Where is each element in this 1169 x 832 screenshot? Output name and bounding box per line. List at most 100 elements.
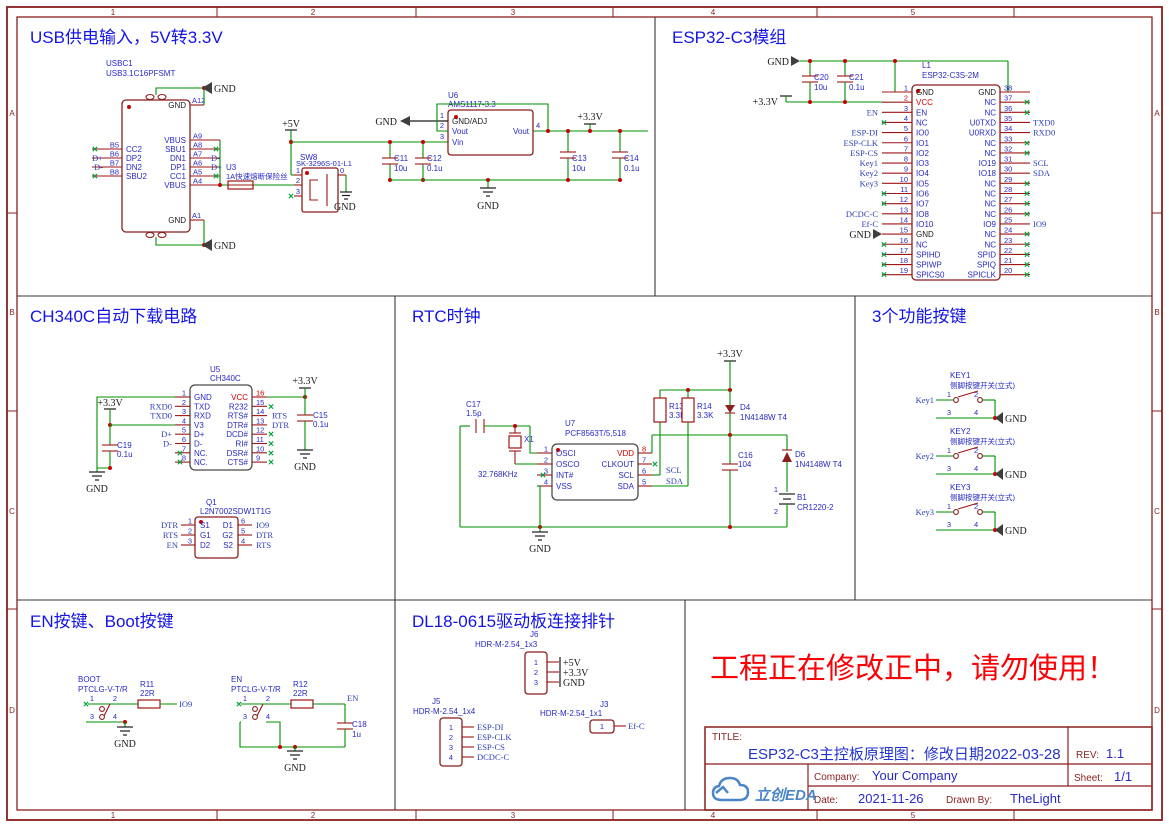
resistor[interactable]: R13 3.3K — [653, 390, 686, 423]
pin-row[interactable]: 12 DCD# ✕ — [226, 426, 274, 440]
pin-row[interactable]: 4 V3 — [175, 416, 204, 430]
ch340-left-power[interactable]: +3.3V C19 0.1u GND — [86, 396, 175, 495]
pin-row[interactable]: 9 IO4 Key2 — [860, 165, 930, 179]
pin-row[interactable]: 11 IO6 ✕ — [881, 185, 930, 199]
pin-row[interactable]: 33 NC ✕ — [984, 134, 1030, 148]
pin-row[interactable]: 38 GND — [978, 84, 1030, 98]
pin-row[interactable]: 1 +5V — [534, 657, 582, 669]
pin-row[interactable]: 16 VCC — [231, 389, 267, 403]
pin-row[interactable]: 13 IO8 DCDC-C — [846, 205, 930, 219]
pin-row[interactable]: 27 NC ✕ — [984, 195, 1030, 209]
key-switch[interactable]: KEY3 侧脚按键开关(立式) Key3 1 2 3 4 GND — [916, 483, 1027, 537]
pin-row[interactable]: 37 NC ✕ — [984, 94, 1030, 108]
pin-row[interactable]: 3 INT# ✕ — [537, 467, 574, 481]
diode-d4[interactable]: D4 1N4148W T4 — [725, 390, 788, 435]
pin-row[interactable]: 4 DCDC-C — [449, 752, 510, 762]
capacitor[interactable]: C14 0.1u — [612, 129, 640, 182]
battery-b1[interactable]: 1 2 B1 CR1220-2 — [774, 485, 834, 527]
capacitor[interactable]: C12 0.1u — [415, 140, 443, 182]
component-j3[interactable]: J3 HDR-M-2.54_1x1 1 Ef-C — [540, 700, 645, 734]
ch340-right-power[interactable]: +3.3V C15 0.1u GND — [267, 376, 329, 473]
pin-row[interactable]: 2 ESP-CLK — [449, 732, 512, 742]
pin-row[interactable]: 8 NC. ✕ — [175, 454, 208, 468]
pin-row[interactable]: 3 GND — [534, 677, 585, 689]
resistor[interactable]: R14 3.3K — [681, 390, 714, 423]
diode-d6[interactable]: D6 1N4148W T4 — [782, 435, 843, 492]
pin-row[interactable]: 6 IO1 ESP-CLK — [844, 134, 930, 148]
pin-row[interactable]: 2 OSCO — [537, 456, 580, 470]
pin-row[interactable]: 25 IO9 IO9 — [983, 215, 1046, 229]
component-u7-pcf8563[interactable]: U7 PCF8563T/5,518 1 OSCI 2 OSCO 3 — [537, 419, 684, 501]
pin-row[interactable]: 1 OSCI — [537, 445, 576, 459]
boot-button-circuit[interactable]: BOOT PTCLG-V-T/R ✕ 1 2 R11 22R IO9 3 4 G… — [78, 675, 192, 750]
pin-row[interactable]: 2 G1 RTS — [163, 527, 211, 541]
pin-row[interactable]: B7 DN2 D- — [92, 159, 143, 173]
pin-row[interactable]: 5 SDA SDA — [618, 476, 684, 491]
pin-row[interactable]: 14 RTS# RTS — [228, 407, 288, 421]
vbus-wire[interactable] — [218, 140, 294, 187]
pin-row[interactable]: 11 RI# ✕ — [236, 435, 275, 449]
pin-row[interactable]: 23 NC ✕ — [984, 236, 1030, 250]
pin-row[interactable]: 18 SPIWP ✕ — [881, 256, 942, 270]
pin-row[interactable]: 12 IO7 ✕ — [881, 195, 930, 209]
capacitor[interactable]: C13 10u — [560, 129, 587, 182]
pin-row[interactable]: 36 NC ✕ — [984, 104, 1030, 118]
pin-row[interactable]: 6 SCL SCL — [618, 465, 681, 480]
pin-row[interactable]: 9 CTS# ✕ — [228, 454, 275, 468]
component-esp32-module[interactable]: L1 ESP32-C3S-2M 1 GND 2 VCC — [844, 61, 1056, 281]
pin-row[interactable]: 8 IO3 Key1 — [860, 155, 930, 169]
usbc-gnd-wires[interactable]: GND GND — [155, 82, 236, 252]
pin-row[interactable]: 29 NC ✕ — [984, 175, 1030, 189]
pin-row[interactable]: 21 SPIQ ✕ — [977, 256, 1030, 270]
component-u6-ams1117[interactable]: U6 AMS1117-3.3 GND 1 GND/ADJ 2 Vout 3 Vi… — [375, 91, 648, 156]
pin-row[interactable]: 5 G2 DTR — [222, 527, 273, 541]
pin-row[interactable]: 8 VDD — [617, 445, 652, 459]
component-u3-fuse[interactable]: U3 1A快速熔断保险丝 — [226, 163, 288, 190]
esp32-power-rails[interactable]: GND +3.3V — [753, 56, 1009, 108]
pin-row[interactable]: A5 CC1 ✕ — [170, 168, 220, 182]
component-u5-ch340c[interactable]: U5 CH340C 1 GND 2 TXD RXD0 — [150, 365, 290, 471]
pin-row[interactable]: 5 D+ D+ — [161, 426, 205, 440]
pin-row[interactable]: 22 SPID ✕ — [977, 246, 1030, 260]
component-usbc1[interactable]: USBC1 USB3.1C16PFSMT B5 CC2 ✕ B6 DP2 D+ — [92, 59, 222, 239]
component-sw8[interactable]: SW8 SK-3296S-01-L1 1 2 3 ✕ 0 GND — [288, 153, 356, 213]
pin-row[interactable]: 35 U0TXD TXD0 — [970, 114, 1055, 128]
pin-row[interactable]: 2 VCC — [882, 94, 933, 108]
pin-row[interactable]: 7 CLKOUT ✕ — [602, 456, 659, 470]
pin-row[interactable]: 26 NC ✕ — [984, 205, 1030, 219]
pin-row[interactable]: 19 SPICS0 ✕ — [881, 266, 945, 280]
pin-row[interactable]: 5 IO0 ESP-DI — [852, 124, 930, 138]
pin-row[interactable]: 7 NC. ✕ — [175, 444, 208, 458]
pin-row[interactable]: A4 VBUS — [164, 177, 220, 191]
pin-row[interactable]: 1 GND — [882, 84, 934, 98]
pin-row[interactable]: 1 S1 DTR — [161, 517, 210, 531]
capacitor[interactable]: C11 10u — [382, 140, 409, 182]
pin-row[interactable]: B8 SBU2 ✕ — [92, 168, 148, 182]
pin-row[interactable]: A8 SBU1 ✕ — [165, 141, 220, 155]
pin-row[interactable]: 28 NC ✕ — [984, 185, 1030, 199]
capacitor[interactable]: C20 10u — [802, 59, 829, 104]
component-j6[interactable]: J6 HDR-M-2.54_1x3 1 +5V 2 +3.3V 3 — [475, 630, 589, 695]
pin-row[interactable]: 13 DTR# DTR — [227, 416, 289, 430]
pin-row[interactable]: 20 SPICLK ✕ — [968, 266, 1031, 280]
pin-row[interactable]: 17 SPIHD ✕ — [881, 246, 941, 260]
pin-row[interactable]: 10 DSR# ✕ — [227, 444, 275, 458]
pin-row[interactable]: 2 TXD RXD0 — [150, 398, 210, 412]
pin-row[interactable]: 15 GND — [882, 226, 934, 240]
pin-row[interactable]: 3 D2 EN — [167, 537, 211, 551]
pin-row[interactable]: 15 R232 ✕ — [229, 398, 274, 412]
pin-row[interactable]: 30 IO18 SDA — [979, 165, 1051, 179]
power-flag-3v3-out[interactable]: +3.3V — [577, 112, 603, 133]
gnd-mid[interactable]: GND — [390, 178, 620, 212]
pin-row[interactable]: 16 NC ✕ — [881, 236, 928, 250]
pin-row[interactable]: A9 VBUS — [164, 132, 220, 146]
capacitor[interactable]: C21 0.1u — [837, 59, 865, 104]
pin-row[interactable]: 3 RXD TXD0 — [150, 407, 211, 421]
capacitor-c16[interactable]: C16 104 — [722, 435, 753, 527]
component-j5[interactable]: J5 HDR-M-2.54_1x4 1 ESP-DI 2 ESP-CLK 3 E… — [413, 697, 512, 767]
pin-row[interactable]: 10 IO5 Key3 — [860, 175, 930, 189]
pin-row[interactable]: 1 ESP-DI — [449, 722, 504, 732]
pin-row[interactable]: 24 NC ✕ — [984, 226, 1030, 240]
pin-row[interactable]: 32 NC ✕ — [984, 144, 1030, 158]
